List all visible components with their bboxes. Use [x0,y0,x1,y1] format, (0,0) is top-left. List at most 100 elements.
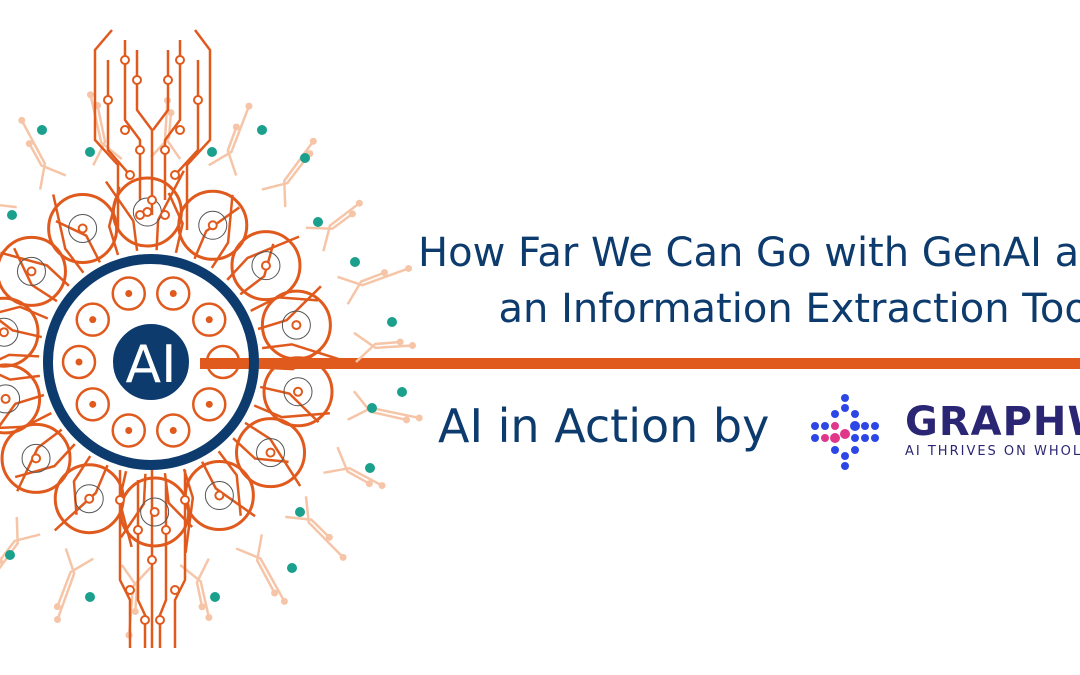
orange-trace [193,206,241,260]
outer-circuit-traces [0,91,423,639]
peach-trace [336,446,370,485]
orange-trace [253,404,330,419]
inner-lobe-node [89,400,97,408]
lobe-center-node [149,506,160,517]
brand-name: GRAPHWISE [905,399,1080,445]
orange-trace [52,194,85,274]
inner-lobe [61,344,97,380]
ai-outer-ring [43,254,259,470]
ai-inner-disc [109,320,193,404]
lobe-inner-ring [0,384,21,414]
orange-trace [55,219,102,263]
peach-trace [56,548,76,620]
peach-node [53,616,61,624]
logo-dot [861,422,869,430]
teal-dot [350,257,360,267]
inner-lobe-node [219,358,227,366]
inner-lobe-node [169,290,177,298]
lobe-center-node [0,393,11,404]
inner-lobe [111,276,147,311]
orange-trace [12,247,58,303]
inner-lobe [191,387,227,422]
peach-node [18,116,26,124]
inner-lobe-node [75,358,83,366]
orange-trace [217,450,242,516]
peach-node [396,338,404,346]
peach-node [25,140,33,148]
peach-node [405,264,413,272]
logo-dot [840,429,850,439]
peach-node [355,199,363,207]
peach-trace [226,126,238,176]
logo-dot [821,422,829,430]
orange-trace [167,192,184,254]
peach-trace [261,152,311,191]
bus-node [135,145,145,155]
teal-dot [37,125,47,135]
teal-accent-dots [5,125,407,602]
orange-trace [155,170,185,251]
peach-trace [179,563,211,618]
teal-dot [300,153,310,163]
lobe-center-node [207,220,218,231]
lobe-inner-ring [283,377,313,407]
inner-lobe-node [89,316,97,324]
inner-lobe [191,302,227,337]
orange-trace [0,305,49,320]
logo-dot [871,422,879,430]
bus-node [147,555,157,565]
lobe-inner-ring [16,256,46,286]
peach-trace [208,105,251,167]
logo-dot [851,446,859,454]
lobe-inner-ring [256,438,286,468]
bus-node [160,210,170,220]
inner-lobe-node [125,426,133,434]
lobe-center-node [293,386,304,397]
orange-trace [239,243,275,296]
lobe-inner-ring [68,213,98,243]
inner-lobe [75,302,111,337]
logo-dot [841,394,849,402]
peach-trace [304,496,344,559]
orange-trace [182,468,195,554]
teal-dot [295,507,305,517]
peach-trace [0,204,17,209]
peach-node [348,210,356,218]
peach-trace [305,212,354,230]
peach-node [280,597,288,605]
logo-dot [821,434,829,442]
logo-dot [831,446,839,454]
peach-node [408,342,416,350]
teal-dot [313,217,323,227]
logo-dot [811,434,819,442]
logo-dot [851,410,859,418]
bus-node [140,615,150,625]
divider-bar [200,358,1080,369]
logo-dot [861,434,869,442]
peach-node [167,109,175,117]
logo-dot [841,462,849,470]
peach-trace [255,534,276,594]
lobe-inner-ring [140,497,170,527]
peach-trace [0,516,19,570]
title-line-1: How Far We Can Go with GenAI as [418,230,1080,276]
page-title: How Far We Can Go with GenAI as an Infor… [418,225,1080,337]
teal-dot [387,317,397,327]
byline: AI in Action by [438,399,770,453]
circuit-nodes [103,55,203,625]
peach-node [232,123,240,131]
orange-trace [200,461,256,518]
logo-dot [830,433,840,443]
lobe-center-node [77,223,88,234]
peach-trace [235,547,286,602]
bus-node [133,525,143,535]
peach-node [53,603,61,611]
bus-node [147,195,157,205]
logo-dot [831,410,839,418]
teal-dot [287,563,297,573]
brain-lobe [260,289,332,361]
lobe-inner-ring [198,210,228,240]
logo-dot [831,422,839,430]
orange-trace [16,428,63,492]
bus-node [120,55,130,65]
